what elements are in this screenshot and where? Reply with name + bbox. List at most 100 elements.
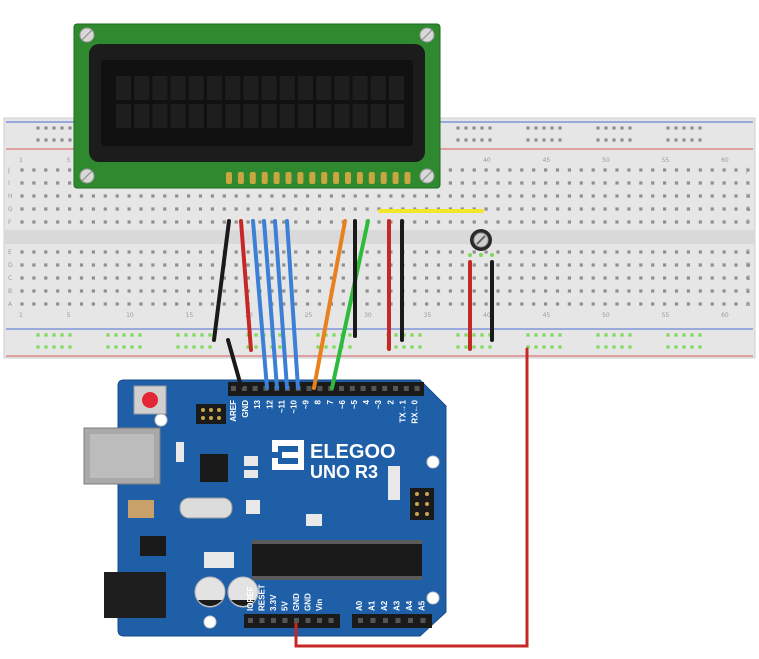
lcd-cell <box>316 104 332 128</box>
breadboard-hole <box>520 207 524 211</box>
header-hole <box>252 386 258 391</box>
breadboard-hole <box>508 194 512 198</box>
breadboard-hole <box>377 250 381 254</box>
breadboard-hole <box>472 289 476 293</box>
breadboard-hole <box>710 250 714 254</box>
breadboard-hole <box>91 263 95 267</box>
breadboard-hole <box>425 302 429 306</box>
breadboard-hole <box>710 276 714 280</box>
breadboard-hole <box>639 220 643 224</box>
breadboard-hole <box>56 220 60 224</box>
breadboard-hole <box>44 263 48 267</box>
breadboard-hole <box>32 276 36 280</box>
rail-hole <box>316 345 320 349</box>
breadboard-hole <box>591 207 595 211</box>
breadboard-hole <box>544 207 548 211</box>
lcd-cell <box>298 76 313 100</box>
row-letter: J <box>7 167 10 174</box>
breadboard-hole <box>627 207 631 211</box>
lcd-cell <box>370 76 386 100</box>
pin-label: ~9 <box>302 399 311 409</box>
icsp-header-main <box>410 488 434 520</box>
breadboard-hole <box>460 250 464 254</box>
breadboard-hole <box>317 302 322 306</box>
breadboard-hole <box>20 207 24 211</box>
breadboard-hole <box>460 289 464 293</box>
column-number: 10 <box>126 312 134 319</box>
breadboard-hole <box>555 263 560 267</box>
breadboard-hole <box>115 194 119 198</box>
breadboard-hole <box>663 207 667 211</box>
breadboard-hole <box>448 181 452 185</box>
breadboard-hole <box>210 263 214 267</box>
breadboard-hole <box>555 220 560 224</box>
breadboard-hole <box>555 181 560 185</box>
rail-hole <box>44 138 48 142</box>
breadboard-hole <box>460 168 464 172</box>
lcd-cell <box>352 104 368 128</box>
breadboard-hole <box>567 276 571 280</box>
breadboard-hole <box>686 194 690 198</box>
header-hole <box>382 386 388 391</box>
rail-hole <box>348 333 352 337</box>
breadboard-hole <box>544 168 548 172</box>
breadboard-hole <box>20 250 24 254</box>
breadboard-hole <box>234 220 238 224</box>
breadboard-hole <box>615 302 619 306</box>
breadboard-hole <box>686 181 690 185</box>
breadboard-hole <box>56 302 60 306</box>
rail-hole <box>674 138 678 142</box>
row-letter: G <box>8 206 13 213</box>
pin-label: GND <box>241 400 250 418</box>
breadboard-hole <box>686 302 690 306</box>
pin-label: 5V <box>281 601 290 611</box>
breadboard-hole <box>674 207 679 211</box>
breadboard-hole <box>79 207 84 211</box>
breadboard-hole <box>175 250 179 254</box>
breadboard-hole <box>103 263 107 267</box>
breadboard-hole <box>710 207 714 211</box>
rail-hole <box>114 333 118 337</box>
breadboard-hole <box>472 263 476 267</box>
breadboard-hole <box>198 194 203 198</box>
breadboard-hole <box>175 289 179 293</box>
icsp-header-small <box>196 404 226 424</box>
breadboard-hole <box>127 220 131 224</box>
breadboard-hole <box>698 181 702 185</box>
lcd-cell <box>188 76 204 100</box>
breadboard-hole <box>115 220 119 224</box>
rail-hole <box>682 138 686 142</box>
breadboard-hole <box>341 302 345 306</box>
breadboard-hole <box>710 181 714 185</box>
rail-hole <box>114 345 118 349</box>
breadboard-hole <box>139 220 143 224</box>
breadboard-hole <box>341 207 345 211</box>
breadboard-hole <box>32 263 36 267</box>
rail-hole <box>526 126 530 130</box>
breadboard-hole <box>20 168 24 172</box>
breadboard-hole <box>734 302 738 306</box>
breadboard-hole <box>627 168 631 172</box>
breadboard-hole <box>460 276 464 280</box>
breadboard-hole <box>353 207 357 211</box>
breadboard-hole <box>579 220 583 224</box>
column-number: 55 <box>662 312 670 319</box>
breadboard-hole <box>651 250 655 254</box>
breadboard-hole <box>56 207 60 211</box>
breadboard-hole <box>567 168 571 172</box>
breadboard-hole <box>674 194 679 198</box>
breadboard-hole <box>544 276 548 280</box>
breadboard-hole <box>246 276 250 280</box>
rail-hole <box>456 126 460 130</box>
rail-hole <box>394 345 398 349</box>
breadboard-hole <box>246 194 250 198</box>
rail-hole <box>604 333 608 337</box>
wire-green <box>330 219 370 390</box>
breadboard-hole <box>425 289 429 293</box>
breadboard-hole <box>20 194 24 198</box>
breadboard-hole <box>508 302 512 306</box>
breadboard-hole <box>294 250 298 254</box>
breadboard-hole <box>115 207 119 211</box>
breadboard-hole <box>317 276 322 280</box>
